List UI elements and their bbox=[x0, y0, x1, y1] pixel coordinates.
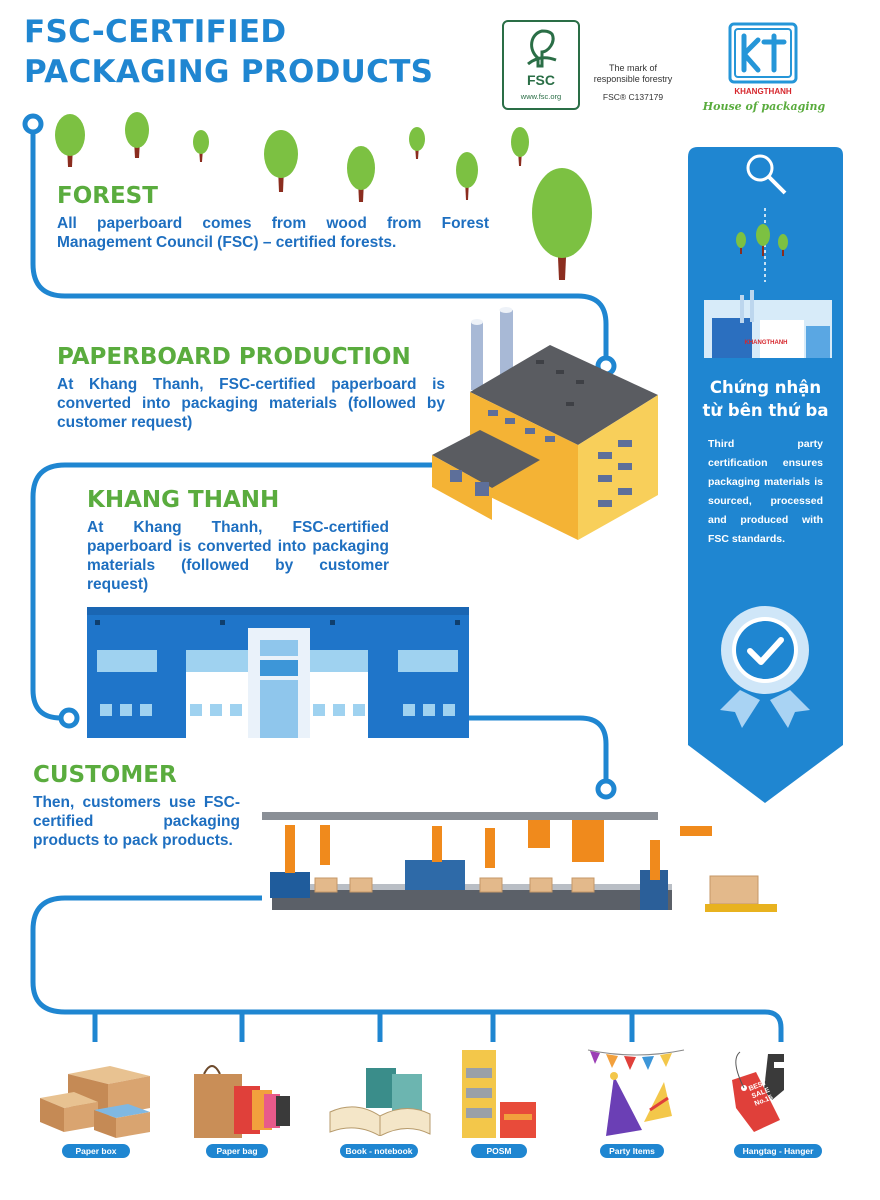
section-khang-thanh-body: At Khang Thanh, FSC-certified paperboard… bbox=[87, 519, 389, 593]
sidebar-body: Third party certification ensures packag… bbox=[708, 438, 823, 545]
flow-path-4 bbox=[30, 895, 784, 1042]
forest-trees bbox=[55, 112, 592, 280]
fsc-website: www.fsc.org bbox=[520, 92, 562, 101]
book-icon bbox=[329, 1068, 431, 1136]
sidebar-title-line2: từ bên thứ ba bbox=[702, 401, 829, 420]
page-title-line1: FSC-CERTIFIED bbox=[24, 14, 287, 50]
section-paperboard-heading: PAPERBOARD PRODUCTION bbox=[57, 344, 411, 370]
posm-icon bbox=[462, 1050, 536, 1138]
sidebar-factory-label: KHANGTHANH bbox=[744, 340, 788, 346]
product-label-paper-box: Paper box bbox=[62, 1144, 130, 1158]
section-forest-heading: FOREST bbox=[57, 183, 158, 209]
section-customer-heading: CUSTOMER bbox=[33, 762, 177, 788]
fsc-code: FSC® C137179 bbox=[602, 92, 664, 102]
certified-badge bbox=[720, 606, 810, 728]
flow-path-3 bbox=[468, 715, 609, 782]
party-icon bbox=[587, 1049, 685, 1136]
product-label-paper-bag: Paper bag bbox=[206, 1144, 268, 1158]
conveyor-illustration bbox=[262, 812, 777, 912]
paper-box-icon bbox=[40, 1066, 150, 1138]
khang-thanh-building bbox=[87, 607, 469, 738]
flow-path-2 bbox=[30, 462, 432, 721]
page-title-line2: PACKAGING PRODUCTS bbox=[24, 54, 434, 90]
fsc-tagline-line2: responsible forestry bbox=[593, 74, 673, 84]
product-connectors bbox=[92, 1012, 635, 1042]
section-customer-body: Then, customers use FSC-certified packag… bbox=[33, 794, 240, 849]
product-label-hangtag: Hangtag - Hanger bbox=[734, 1144, 822, 1158]
section-paperboard-body: At Khang Thanh, FSC-certified paperboard… bbox=[57, 376, 445, 431]
fsc-tagline-line1: The mark of bbox=[608, 63, 657, 73]
flow-path bbox=[30, 124, 609, 358]
sidebar-title-line1: Chứng nhận bbox=[709, 378, 822, 397]
hangtag-icon bbox=[732, 1051, 784, 1132]
factory-illustration bbox=[432, 307, 658, 540]
product-label-book: Book - notebook bbox=[340, 1144, 418, 1158]
brand-name: KHANGTHANH bbox=[734, 87, 792, 96]
section-khang-thanh-heading: KHANG THANH bbox=[87, 487, 280, 513]
fsc-logo-text: FSC bbox=[527, 72, 555, 88]
fsc-tree-icon bbox=[527, 29, 557, 68]
section-forest-body: All paperboard comes from wood from Fore… bbox=[57, 215, 489, 251]
fsc-logo: FSC www.fsc.org bbox=[502, 20, 580, 110]
khang-thanh-logo bbox=[728, 22, 798, 84]
brand-slogan: House of packaging bbox=[702, 100, 826, 113]
product-label-posm: POSM bbox=[471, 1144, 527, 1158]
product-label-party: Party Items bbox=[600, 1144, 664, 1158]
paper-bag-icon bbox=[194, 1065, 290, 1138]
